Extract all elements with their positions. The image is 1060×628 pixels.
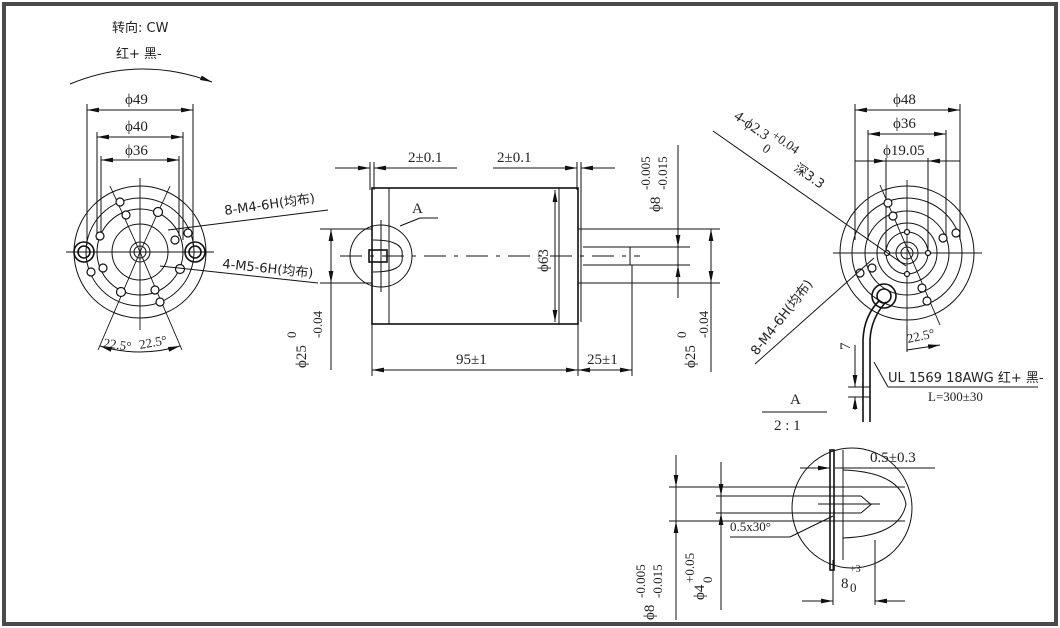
polarity-label: 红+ 黑- [116, 46, 162, 62]
dim-hole-depth-upper: +3 [850, 564, 861, 575]
dim-detail-shaft-upper: -0.005 [633, 564, 648, 598]
dim-shaft-dia-lower: -0.015 [655, 156, 670, 190]
dim-detail-shaft-lower: -0.015 [650, 564, 665, 598]
dim-detail-hole-base: ϕ4 [692, 584, 708, 600]
dim-phi49: ϕ49 [125, 92, 148, 108]
dim-lead: 7 [838, 342, 854, 350]
detail-a-marker: A [412, 201, 423, 217]
dim-pilot-left-lower: -0.04 [310, 310, 325, 338]
detail-a-view: 0.5±0.3 0.5x30° 8 +3 0 ϕ8 -0.005 -0.015 … [633, 447, 935, 620]
dim-pilot-left-upper: 0 [284, 332, 299, 339]
detail-label: A [790, 392, 801, 408]
callout-8-m4: 8-M4-6H(均布) [223, 191, 316, 219]
dim-body-dia: ϕ63 [536, 249, 552, 272]
dim-pilot-right-upper: 0 [674, 332, 689, 339]
dim-phi36: ϕ36 [893, 116, 916, 132]
dim-phi36: ϕ36 [125, 143, 148, 159]
dim-detail-hole-lower: 0 [700, 577, 715, 584]
callout-holes-depth: 深3.3 [791, 161, 827, 193]
dim-phi48: ϕ48 [893, 92, 916, 108]
angle-right: 22.5° [138, 332, 168, 352]
right-rear-view: ϕ48 ϕ36 ϕ19.05 [712, 92, 1044, 434]
chamfer-label: 0.5x30° [730, 519, 771, 534]
dim-phi40: ϕ40 [125, 119, 148, 135]
dim-shaft-length: 25±1 [587, 352, 618, 368]
angle-22-5-right: 22.5° [906, 325, 936, 345]
dim-shaft-dia-upper: -0.005 [638, 156, 653, 190]
angle-left: 22.5° [103, 335, 133, 354]
dim-phi19: ϕ19.05 [883, 143, 925, 159]
dim-shaft-dia-base: ϕ8 [648, 197, 664, 212]
side-view: 2±0.1 2±0.1 ϕ63 A ϕ25 [284, 145, 720, 376]
rotation-arrow-icon [69, 68, 213, 85]
left-front-view: 转向: CW 红+ 黑- ϕ49 ϕ40 ϕ36 [66, 20, 329, 354]
callout-holes: 4-ϕ2.3 [731, 108, 772, 144]
dim-pilot-right-base: ϕ25 [683, 345, 699, 368]
dim-flange-left: 2±0.1 [408, 150, 442, 166]
dim-pilot-left-base: ϕ25 [294, 345, 310, 368]
dim-detail-shaft-base: ϕ8 [642, 605, 658, 620]
dim-flange-right: 2±0.1 [497, 150, 531, 166]
wire-spec: UL 1569 18AWG 红+ 黑- [888, 370, 1044, 386]
dim-detail-hole-upper: +0.05 [682, 553, 697, 583]
dim-hole-depth-base: 8 [841, 576, 849, 592]
dim-body-length: 95±1 [456, 352, 487, 368]
dim-face: 0.5±0.3 [870, 450, 916, 466]
rotation-label: 转向: CW [112, 20, 169, 36]
wire-length: L=300±30 [928, 389, 983, 404]
dim-hole-depth-lower: 0 [850, 580, 857, 595]
detail-scale: 2 : 1 [774, 418, 801, 434]
dim-pilot-right-lower: -0.04 [696, 310, 711, 338]
callout-holes-tol-upper: +0.04 [769, 127, 803, 157]
